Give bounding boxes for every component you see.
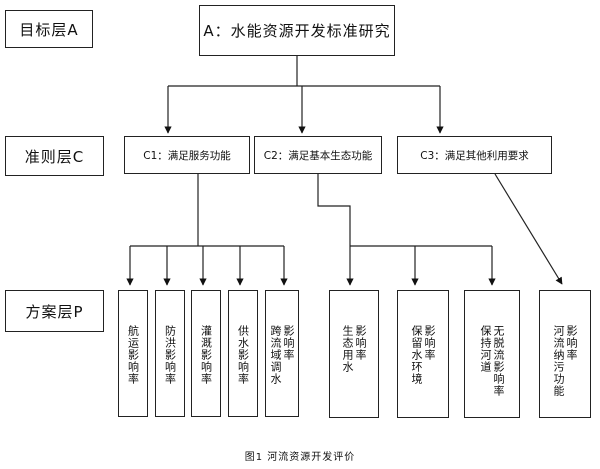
criteria-node-c1: C1：满足服务功能 [124, 136, 250, 174]
scheme-node-7-text: 影响率 保留水环境 [410, 325, 436, 385]
scheme-node-3-text: 灌溉影响率 [199, 325, 213, 385]
scheme-node-1: 航运影响率 [118, 290, 148, 417]
criteria-node-c3-text: C3：满足其他利用要求 [420, 149, 529, 162]
scheme-node-6-text: 影响率 生态用水 [341, 325, 367, 373]
scheme-node-8-text: 无脱流影响率 保持河道 [479, 325, 505, 397]
criteria-node-c1-text: C1：满足服务功能 [143, 149, 231, 162]
goal-node-text: A：水能资源开发标准研究 [203, 22, 391, 40]
criteria-node-c2-text: C2：满足基本生态功能 [263, 149, 373, 162]
connector-c3-p9 [494, 173, 563, 285]
scheme-node-8: 无脱流影响率 保持河道 [464, 290, 520, 418]
scheme-node-2: 防洪影响率 [155, 290, 185, 417]
scheme-node-4-text: 供水影响率 [236, 325, 250, 385]
connector-c2-trunk [317, 174, 351, 246]
scheme-node-4: 供水影响率 [228, 290, 258, 417]
scheme-node-6: 影响率 生态用水 [329, 290, 379, 418]
scheme-node-3: 灌溉影响率 [191, 290, 221, 417]
layer-label-goal: 目标层A [5, 10, 93, 48]
scheme-node-2-text: 防洪影响率 [163, 325, 177, 385]
scheme-node-5: 影响率 跨流域调水 [265, 290, 299, 417]
criteria-node-c2: C2：满足基本生态功能 [254, 136, 382, 174]
scheme-node-1-text: 航运影响率 [126, 325, 140, 385]
layer-label-goal-text: 目标层A [19, 20, 79, 39]
layer-label-scheme: 方案层P [5, 290, 104, 332]
criteria-node-c3: C3：满足其他利用要求 [397, 136, 552, 174]
layer-label-criteria-text: 准则层C [24, 147, 85, 166]
layer-label-scheme-text: 方案层P [25, 302, 84, 321]
scheme-node-7: 影响率 保留水环境 [397, 290, 449, 418]
layer-label-criteria: 准则层C [5, 136, 104, 176]
figure-caption: 图1 河流资源开发评价 [244, 452, 356, 463]
scheme-node-9-text: 影响率 河流纳污功能 [552, 325, 578, 397]
scheme-node-9: 影响率 河流纳污功能 [539, 290, 591, 418]
goal-node: A：水能资源开发标准研究 [199, 5, 395, 56]
scheme-node-5-text: 影响率 跨流域调水 [269, 325, 295, 385]
